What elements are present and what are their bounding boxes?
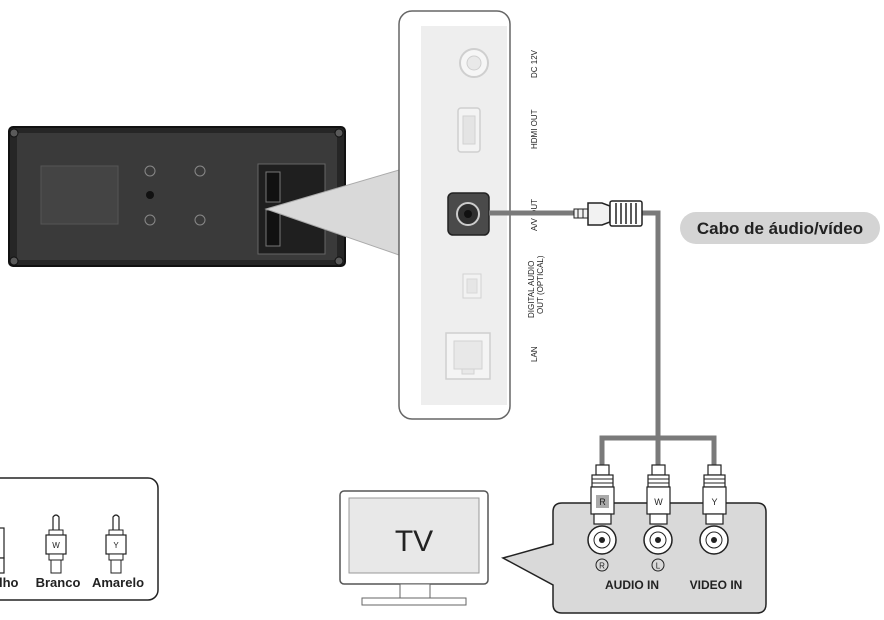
cable-label-tag: Cabo de áudio/vídeo [680, 212, 880, 244]
legend-red-label: lho [0, 575, 19, 590]
plug-color-legend: W Y lho Branco Amarelo [0, 477, 159, 601]
av-out-jack-icon [447, 192, 490, 236]
label-lan: LAN [530, 346, 539, 362]
legend-white-letter: W [52, 541, 60, 550]
legend-plug-white-icon: W [45, 514, 67, 574]
optical-port-icon [462, 273, 482, 299]
label-dc-12v: DC 12V [530, 49, 539, 78]
white-jack-letter: W [654, 497, 663, 507]
cable-label: Cabo de áudio/vídeo [697, 219, 863, 238]
legend-white-label: Branco [36, 575, 81, 590]
label-digital-audio: DIGITAL AUDIO [527, 261, 536, 318]
soundbar-unit [8, 126, 346, 267]
tv-jack-panel: R W Y [501, 464, 767, 614]
rca-plug-yellow: Y [699, 464, 729, 555]
channel-mark-left: L [651, 558, 665, 572]
label-hdmi-out: HDMI OUT [530, 109, 539, 149]
dc-jack-icon [459, 48, 489, 78]
rca-plug-red: R [587, 464, 617, 555]
video-in-label: VIDEO IN [690, 578, 743, 592]
red-jack-letter: R [599, 497, 606, 507]
connector-panel: DC 12V HDMI OUT A/V OUT DIGITAL AUDIO OU… [398, 10, 545, 420]
channel-mark-right-letter: R [599, 562, 605, 571]
tv-label: TV [395, 525, 433, 558]
legend-plug-red-icon [0, 527, 5, 574]
audio-in-label: AUDIO IN [605, 578, 659, 592]
hdmi-port-icon [457, 107, 481, 153]
minijack-plug-icon [573, 200, 643, 227]
legend-yellow-letter: Y [113, 541, 119, 550]
label-out-optical: OUT (OPTICAL) [536, 255, 545, 314]
yellow-jack-letter: Y [711, 497, 717, 507]
tv-icon: TV [339, 490, 489, 606]
lan-port-icon [445, 332, 491, 380]
av-cable [489, 210, 717, 465]
channel-mark-right: R [595, 558, 609, 572]
legend-plug-yellow-icon: Y [105, 514, 127, 574]
channel-mark-left-letter: L [656, 562, 661, 571]
legend-yellow-label: Amarelo [92, 575, 144, 590]
rca-plug-white: W [643, 464, 673, 555]
